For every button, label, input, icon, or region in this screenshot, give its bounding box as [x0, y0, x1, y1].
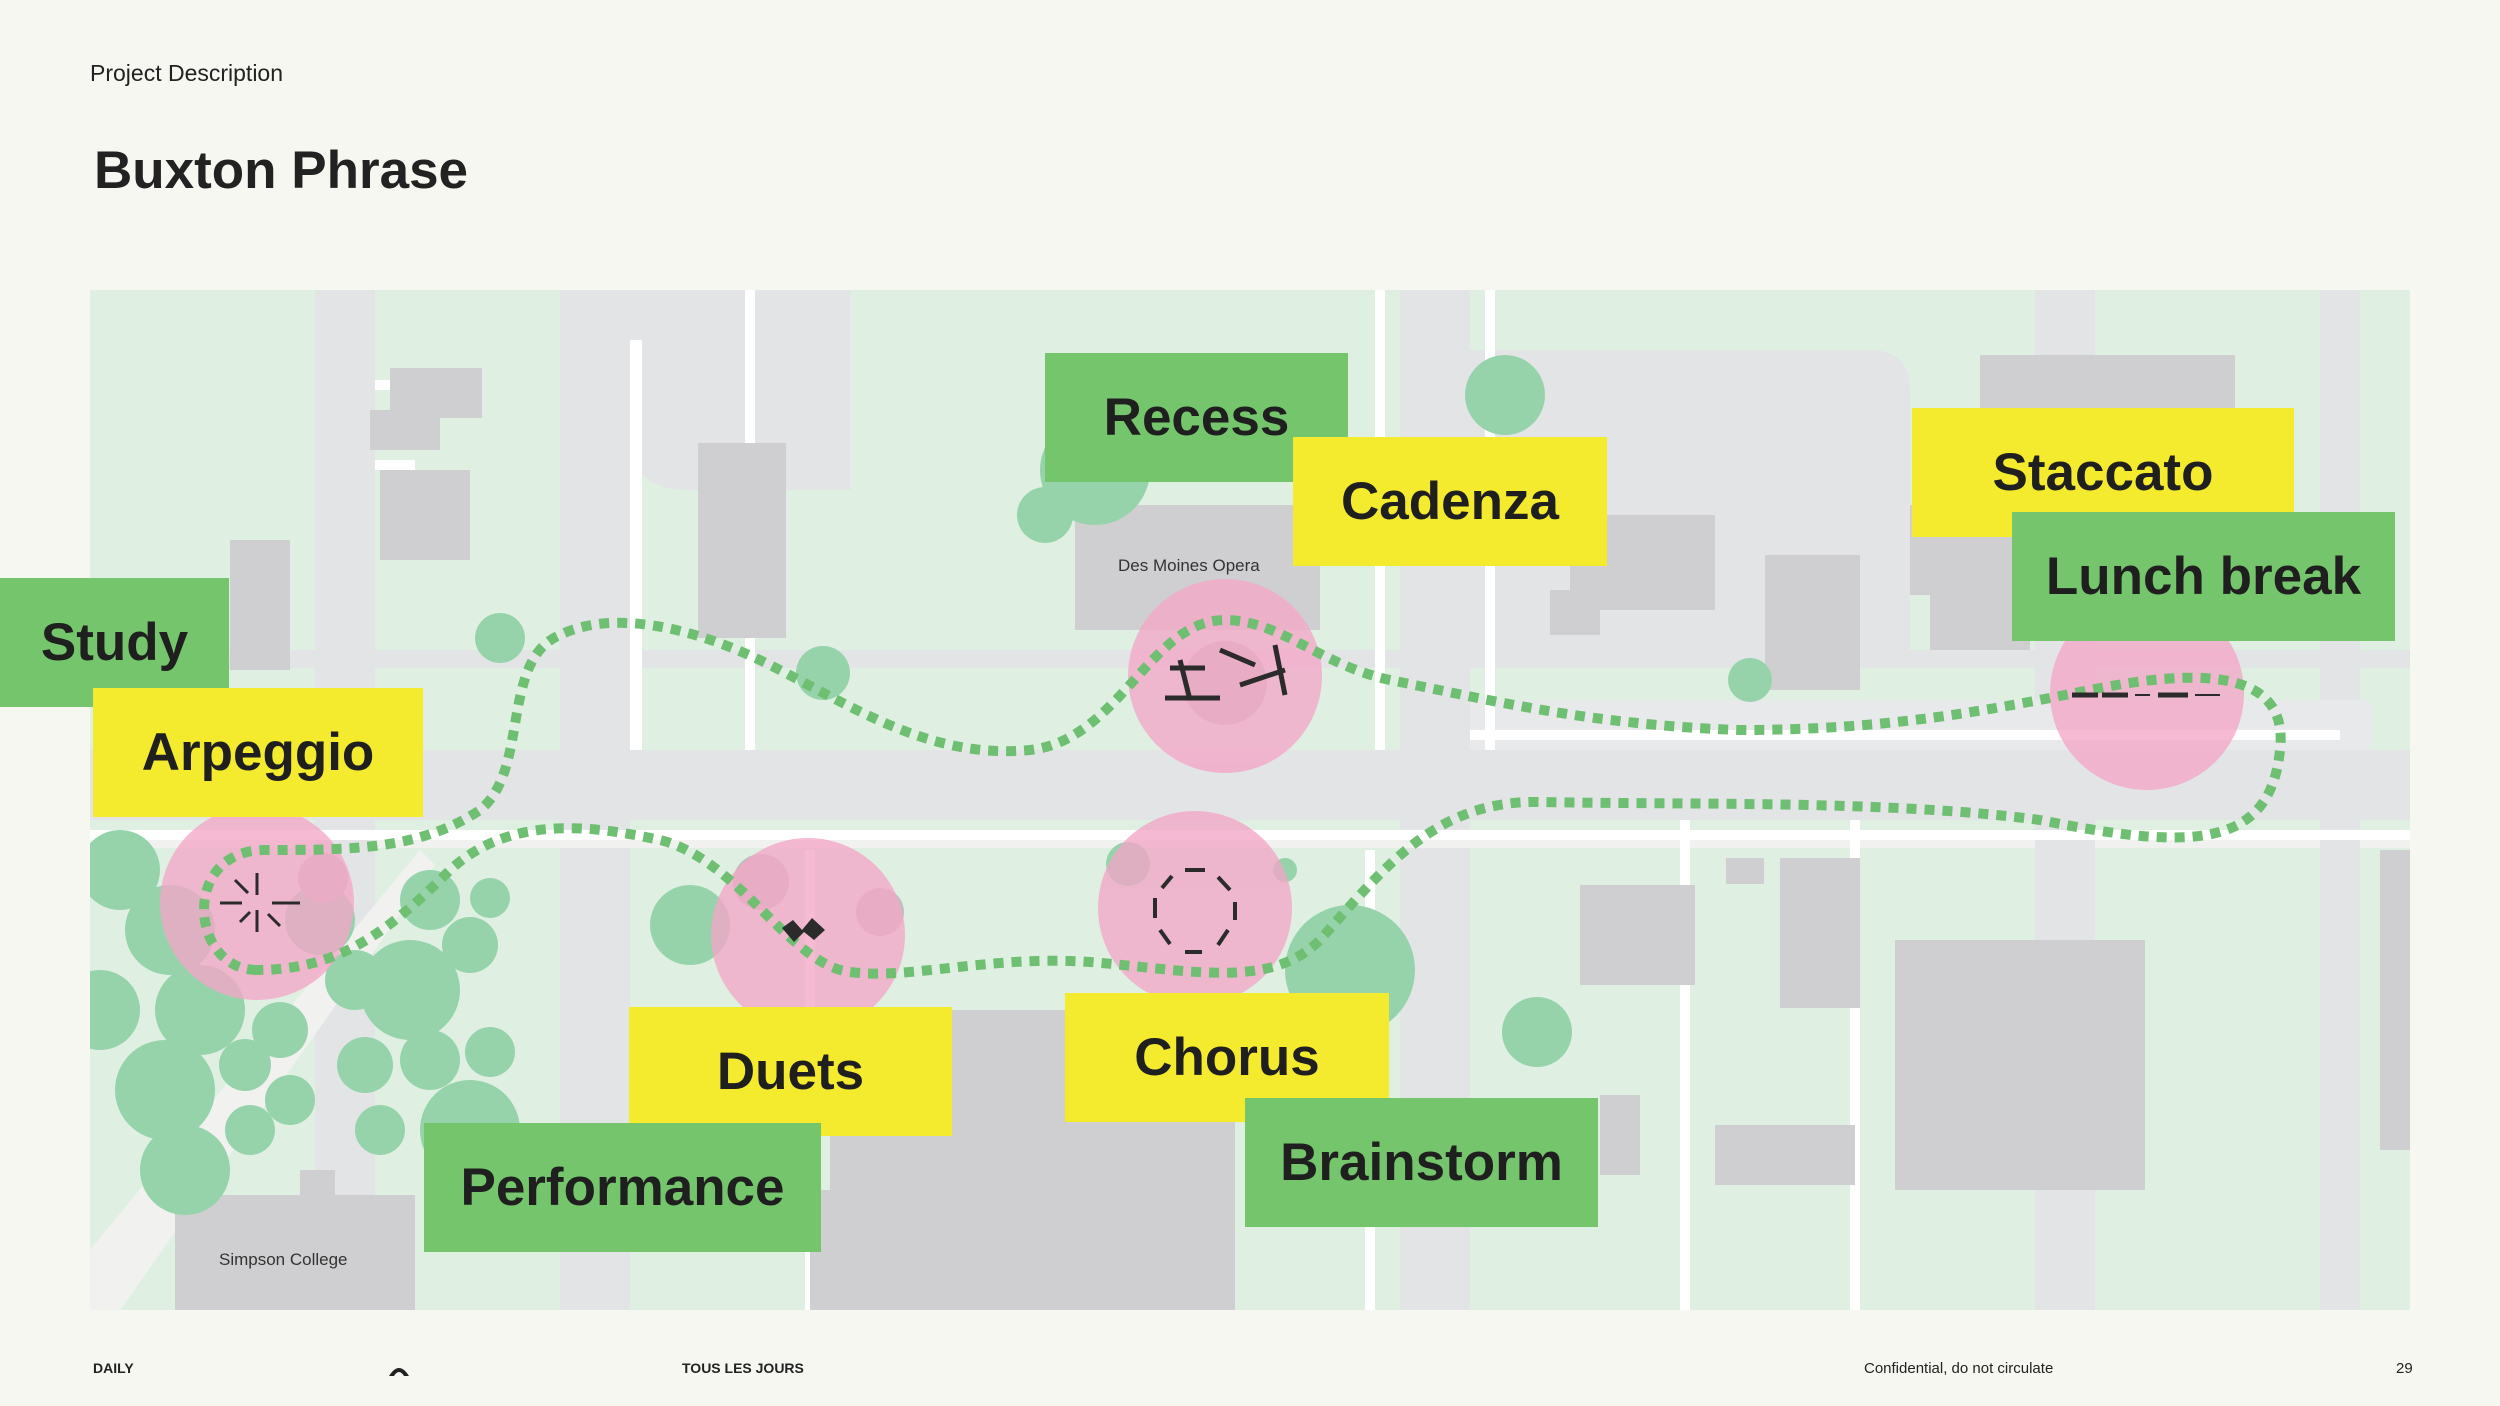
page-number: 29 — [2396, 1360, 2413, 1377]
zone-lunch — [2050, 596, 2244, 790]
zone-cadenza — [1128, 579, 1322, 773]
walking-route — [199, 614, 2286, 979]
zone-chorus — [1098, 811, 1292, 1005]
page-title: Buxton Phrase — [94, 141, 469, 200]
label-cadenza[interactable]: Cadenza — [1293, 437, 1607, 566]
confidential-note: Confidential, do not circulate — [1864, 1360, 2054, 1377]
label-study[interactable]: Study — [0, 578, 229, 707]
label-arpeggio[interactable]: Arpeggio — [93, 688, 423, 817]
opera-label: Des Moines Opera — [1118, 556, 1260, 575]
arpeggio-glyph — [220, 873, 300, 932]
kicker: Project Description — [90, 60, 284, 86]
footer-brand-left: DAILY — [93, 1360, 134, 1376]
label-performance[interactable]: Performance — [424, 1123, 821, 1252]
label-staccato[interactable]: Staccato — [1912, 408, 2294, 537]
cadenza-glyph — [1165, 644, 1288, 701]
footer-brand-mid: TOUS LES JOURS — [682, 1360, 804, 1376]
logo-mark-icon — [389, 1368, 409, 1376]
duets-glyph — [782, 918, 825, 942]
label-brainstorm[interactable]: Brainstorm — [1245, 1098, 1598, 1227]
chorus-glyph — [1153, 868, 1237, 954]
college-label: Simpson College — [219, 1250, 348, 1269]
label-lunch-break[interactable]: Lunch break — [2012, 512, 2395, 641]
activity-zones — [160, 579, 2244, 1032]
label-duets[interactable]: Duets — [629, 1007, 952, 1136]
